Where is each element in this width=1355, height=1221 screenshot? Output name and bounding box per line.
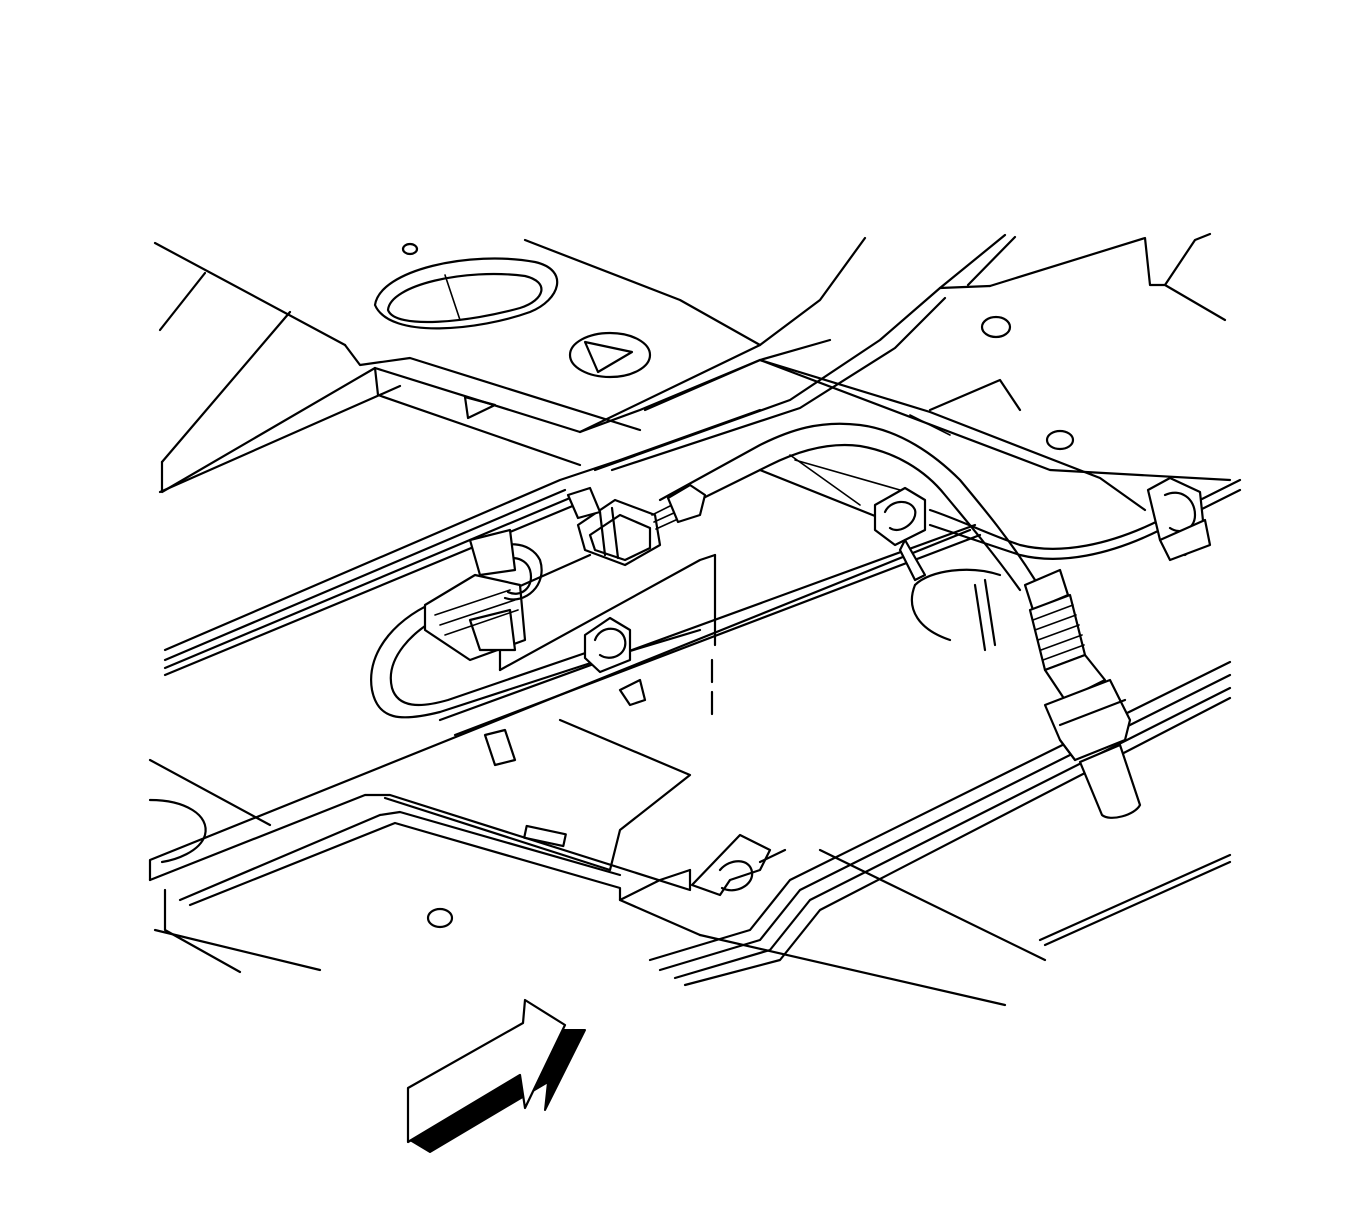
wiring-harness bbox=[370, 414, 1242, 720]
lower-floor-pan bbox=[148, 718, 1232, 1007]
electrical-connector bbox=[566, 483, 707, 567]
front-direction-arrow bbox=[406, 998, 586, 1153]
underbody-floor-pan bbox=[153, 232, 1232, 929]
harness-clip bbox=[423, 476, 1212, 897]
exhaust-pipe bbox=[148, 408, 1232, 987]
oxygen-sensor bbox=[1023, 568, 1142, 819]
